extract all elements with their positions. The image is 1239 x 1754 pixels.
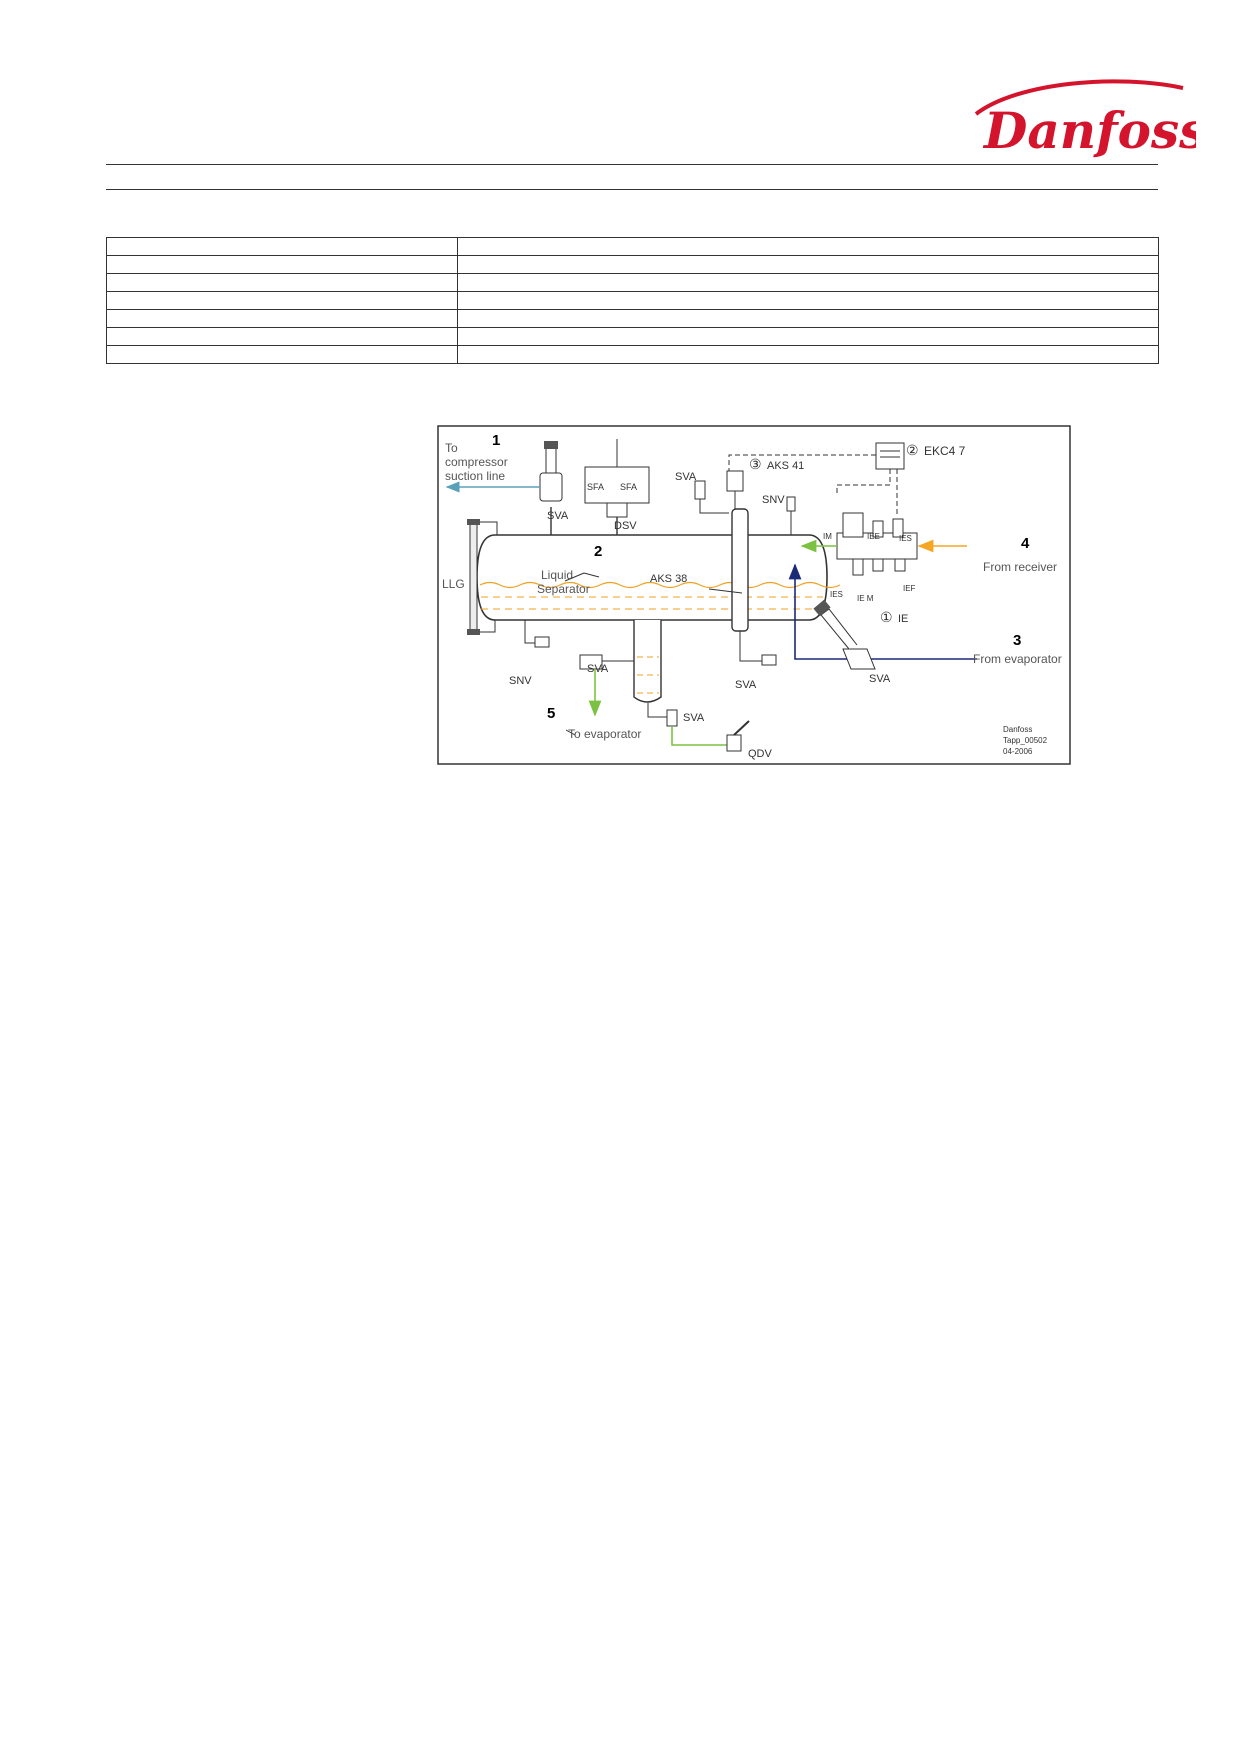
label: QDV bbox=[748, 748, 773, 760]
label: Separator bbox=[537, 582, 590, 596]
label: To bbox=[445, 441, 458, 455]
label: From evaporator bbox=[973, 652, 1062, 666]
table-row bbox=[106, 291, 1159, 310]
label: IEF bbox=[903, 584, 916, 593]
callout-circled: ② bbox=[906, 442, 919, 458]
table-cell bbox=[106, 273, 458, 292]
callout-number: 2 bbox=[594, 543, 602, 560]
label: suction line bbox=[445, 469, 505, 483]
evaporator-return-valve bbox=[813, 599, 876, 670]
label: SVA bbox=[587, 663, 609, 675]
label: SNV bbox=[762, 494, 785, 506]
llg-level-glass bbox=[467, 519, 498, 635]
callout-number: 5 bbox=[547, 705, 555, 722]
liquid-level-line bbox=[479, 581, 841, 589]
aks41-sensor bbox=[726, 470, 744, 492]
header-rule-top bbox=[106, 164, 1158, 165]
callout-circled: ③ bbox=[749, 456, 762, 472]
liquid-separator-vessel bbox=[476, 508, 841, 703]
label: EKC4 7 bbox=[924, 444, 966, 458]
table-row bbox=[106, 345, 1159, 364]
table-cell bbox=[457, 291, 1159, 310]
label: DSV bbox=[614, 520, 637, 532]
label: SVA bbox=[869, 673, 891, 685]
label: IM bbox=[823, 532, 832, 541]
spec-table bbox=[106, 237, 1159, 364]
callout-circled: ① bbox=[880, 609, 893, 625]
icf-valve-station bbox=[836, 512, 918, 576]
table-cell bbox=[106, 255, 458, 274]
table-row bbox=[106, 309, 1159, 328]
callout-number: 1 bbox=[492, 432, 500, 449]
qdv-valve bbox=[726, 734, 742, 752]
label: SNV bbox=[509, 675, 532, 687]
credit-text: Danfoss bbox=[1003, 725, 1032, 734]
table-cell bbox=[457, 327, 1159, 346]
label: Liquid bbox=[541, 568, 573, 582]
from-evaporator-line bbox=[788, 563, 977, 660]
suction-outlet-valve bbox=[445, 441, 563, 535]
label: SVA bbox=[683, 712, 705, 724]
callout-number: 4 bbox=[1021, 535, 1030, 552]
table-cell bbox=[457, 345, 1159, 364]
credit-text: 04-2006 bbox=[1003, 747, 1033, 756]
standpipe bbox=[731, 508, 749, 632]
label: To evaporator bbox=[568, 727, 641, 741]
label: SVA bbox=[675, 471, 697, 483]
table-cell bbox=[457, 309, 1159, 328]
table-row bbox=[106, 237, 1159, 256]
dsv-sfa-assembly bbox=[584, 439, 650, 535]
label: SVA bbox=[547, 510, 569, 522]
label: IE M bbox=[857, 594, 874, 603]
table-row bbox=[106, 273, 1159, 292]
label: AKS 41 bbox=[767, 460, 804, 472]
label: AKS 38 bbox=[650, 573, 687, 585]
label: IES bbox=[830, 590, 843, 599]
label: SVA bbox=[735, 679, 757, 691]
label: IE bbox=[898, 613, 908, 625]
table-cell bbox=[457, 237, 1159, 256]
table-cell bbox=[106, 309, 458, 328]
table-cell bbox=[106, 237, 458, 256]
table-cell bbox=[106, 327, 458, 346]
label: compressor bbox=[445, 455, 508, 469]
callout-number: 3 bbox=[1013, 632, 1021, 649]
table-cell bbox=[106, 345, 458, 364]
label: From receiver bbox=[983, 560, 1057, 574]
table-cell bbox=[457, 273, 1159, 292]
label: SFA bbox=[587, 482, 604, 492]
ekc-controller bbox=[875, 442, 905, 470]
label: IES bbox=[899, 534, 912, 543]
table-row bbox=[106, 327, 1159, 346]
credit-text: Tapp_00502 bbox=[1003, 736, 1048, 745]
header-rule-bottom bbox=[106, 189, 1158, 190]
separator-diagram: 1 2 3 4 5 To compressor suction line Liq… bbox=[437, 425, 1071, 765]
danfoss-logo: Danfoss bbox=[974, 79, 1196, 160]
label: SFA bbox=[620, 482, 637, 492]
logo-text: Danfoss bbox=[982, 101, 1196, 160]
label: LLG bbox=[442, 577, 465, 591]
table-cell bbox=[106, 291, 458, 310]
label: IEE bbox=[867, 532, 880, 541]
table-row bbox=[106, 255, 1159, 274]
table-cell bbox=[457, 255, 1159, 274]
